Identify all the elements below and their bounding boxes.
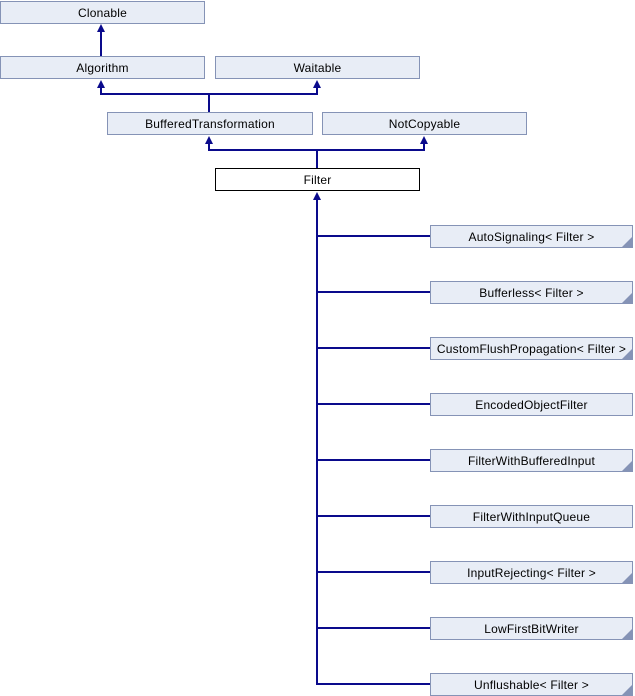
truncated-corner-fold-icon <box>622 629 632 639</box>
class-node-customflushpropagation-filter[interactable]: CustomFlushPropagation< Filter > <box>430 337 633 360</box>
class-node-filter: Filter <box>215 168 420 191</box>
class-node-algorithm[interactable]: Algorithm <box>0 56 205 79</box>
class-node-label: Waitable <box>293 60 342 75</box>
class-node-filterwithbufferedinput[interactable]: FilterWithBufferedInput <box>430 449 633 472</box>
class-node-label: LowFirstBitWriter <box>484 621 579 636</box>
edge-arrowhead-up-icon <box>205 136 213 144</box>
class-node-autosignaling-filter[interactable]: AutoSignaling< Filter > <box>430 225 633 248</box>
inheritance-edge-line <box>316 515 430 517</box>
truncated-corner-fold-icon <box>622 237 632 247</box>
class-node-label: FilterWithInputQueue <box>472 509 591 524</box>
inheritance-edge-line <box>316 86 318 95</box>
edge-arrowhead-up-icon <box>313 80 321 88</box>
edge-arrowhead-up-icon <box>420 136 428 144</box>
truncated-corner-fold-icon <box>622 461 632 471</box>
inheritance-edge-line <box>316 151 318 168</box>
class-node-label: EncodedObjectFilter <box>475 397 588 412</box>
inheritance-edge-line <box>316 683 430 685</box>
inheritance-edge-line <box>316 347 430 349</box>
class-node-unflushable-filter[interactable]: Unflushable< Filter > <box>430 673 633 696</box>
inheritance-edge-line <box>316 291 430 293</box>
edge-arrowhead-up-icon <box>97 80 105 88</box>
class-node-label: AutoSignaling< Filter > <box>468 229 595 244</box>
inheritance-edge-line <box>100 86 102 95</box>
truncated-corner-fold-icon <box>622 293 632 303</box>
class-node-lowfirstbitwriter[interactable]: LowFirstBitWriter <box>430 617 633 640</box>
inheritance-edge-line <box>208 95 210 112</box>
class-node-filterwithinputqueue[interactable]: FilterWithInputQueue <box>430 505 633 528</box>
inheritance-edge-line <box>423 142 425 151</box>
inheritance-edge-line <box>100 93 318 95</box>
class-node-label: Unflushable< Filter > <box>474 677 589 692</box>
inheritance-edge-line <box>316 235 430 237</box>
class-node-label: FilterWithBufferedInput <box>467 453 596 468</box>
class-node-notcopyable[interactable]: NotCopyable <box>322 112 527 135</box>
truncated-corner-fold-icon <box>622 349 632 359</box>
inheritance-edge-line <box>316 403 430 405</box>
inheritance-edge-line <box>316 571 430 573</box>
class-node-clonable[interactable]: Clonable <box>0 1 205 24</box>
class-node-label: CustomFlushPropagation< Filter > <box>436 341 627 356</box>
class-node-bufferedtransformation[interactable]: BufferedTransformation <box>107 112 313 135</box>
class-node-label: Algorithm <box>76 60 129 75</box>
class-node-label: Filter <box>303 172 332 187</box>
truncated-corner-fold-icon <box>622 573 632 583</box>
class-node-inputrejecting-filter[interactable]: InputRejecting< Filter > <box>430 561 633 584</box>
class-node-encodedobjectfilter[interactable]: EncodedObjectFilter <box>430 393 633 416</box>
class-node-label: Bufferless< Filter > <box>479 285 584 300</box>
class-node-label: BufferedTransformation <box>145 116 275 131</box>
truncated-corner-fold-icon <box>622 685 632 695</box>
class-node-bufferless-filter[interactable]: Bufferless< Filter > <box>430 281 633 304</box>
class-node-label: Clonable <box>78 5 127 20</box>
class-node-label: InputRejecting< Filter > <box>467 565 596 580</box>
inheritance-edge-line <box>208 149 425 151</box>
edge-arrowhead-up-icon <box>97 24 105 32</box>
class-node-waitable[interactable]: Waitable <box>215 56 420 79</box>
edge-arrowhead-up-icon <box>313 192 321 200</box>
inheritance-edge-line <box>208 142 210 151</box>
inheritance-edge-line <box>100 28 102 56</box>
inheritance-edge-line <box>316 627 430 629</box>
inheritance-edge-line <box>316 198 318 685</box>
class-node-label: NotCopyable <box>388 116 461 131</box>
inheritance-edge-line <box>316 459 430 461</box>
